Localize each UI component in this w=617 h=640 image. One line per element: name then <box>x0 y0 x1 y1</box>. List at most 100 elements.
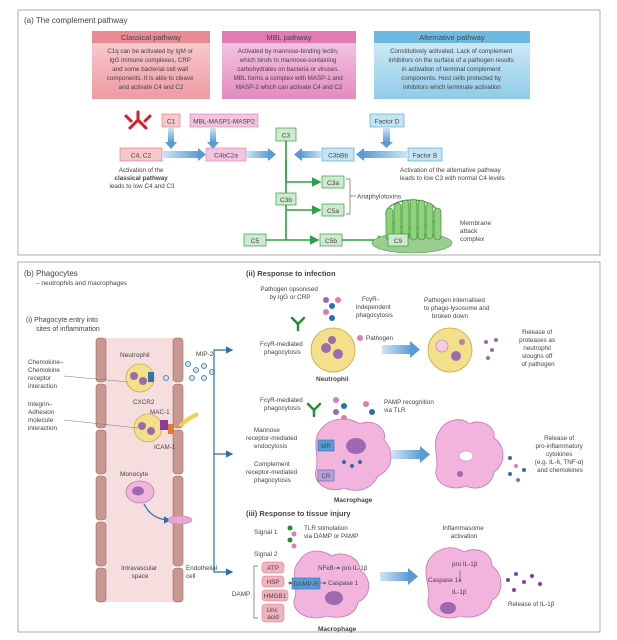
activated-macrophage-granule <box>457 471 463 477</box>
section-b-frame <box>17 261 601 633</box>
c4bc2a-label: C4bC2a <box>214 153 238 160</box>
signal2-label: Signal 2 <box>254 551 278 558</box>
mac1-label: MAC-1 <box>150 409 170 416</box>
arrow-c4bc2a-to-c3 <box>246 151 270 158</box>
neutrophil-adhering <box>133 413 174 443</box>
monocyte-cell <box>125 480 155 504</box>
arrow-c1-down <box>168 128 174 142</box>
cxcr2-label: CXCR2 <box>133 399 155 406</box>
arrow-factor-d-down <box>383 128 390 142</box>
internalised-label: Pathogen internalised to phago-lysosome … <box>424 297 491 320</box>
release-il1b-label: Release of IL-1β <box>508 601 555 608</box>
inflammasome-nucleus <box>440 602 456 614</box>
arrow-to-activated-macrophage-head <box>420 446 430 463</box>
alternative-title-bar <box>374 31 530 43</box>
igg-antibody-icon-2 <box>306 402 322 418</box>
cr-label: CR <box>321 473 331 480</box>
alternative-desc-box <box>374 43 530 99</box>
mac1-integrin <box>160 420 168 430</box>
hmgb1-label: HMGB1 <box>264 593 287 600</box>
neutrophil-label-infection: Neutrophil <box>316 376 349 383</box>
tlr-receptor-icon <box>287 525 297 549</box>
c1-box <box>161 113 181 128</box>
c5a-label: C5a <box>327 208 339 215</box>
opsonised-label: Pathogen opsonised by IgG or CRP <box>260 286 319 301</box>
cxcr2-receptor <box>148 372 154 382</box>
monocyte-transmigrating <box>167 515 193 525</box>
c1-label: C1 <box>167 119 176 126</box>
arrow-mbl-head <box>207 142 219 149</box>
section-a-label: (a) The complement pathway <box>24 16 127 25</box>
factor-d-label: Factor D <box>375 119 400 126</box>
inflammasome-macrophage <box>425 547 502 619</box>
entry-bracket-arrows <box>213 346 234 576</box>
pathogen-label: Pathogen <box>366 335 393 342</box>
classical-title: Classical pathway <box>121 33 181 42</box>
arrow-c3bbb-head <box>294 148 302 161</box>
mbl-title: MBL pathway <box>266 33 311 42</box>
vessel-wall-right <box>172 337 184 603</box>
neutrophil-cell-infection <box>310 327 356 373</box>
caspase1-label: Caspase 1 <box>328 580 359 587</box>
atp-label: ATP <box>267 565 279 572</box>
classical-note: Activation of the classical pathway lead… <box>109 167 175 190</box>
opsonised-pathogen-icon <box>323 297 341 321</box>
neutrophil-transmigration <box>178 412 199 428</box>
hsp-box <box>261 575 285 588</box>
release-cytokines-label: Release of pro-inflammatory cytokines (e… <box>535 435 585 474</box>
classical-desc-box <box>92 43 210 99</box>
damp-label: DAMP <box>232 591 250 598</box>
arrow-c4c2-head <box>198 148 206 161</box>
membrane-attack-complex-icon <box>371 198 453 254</box>
atp-box <box>261 561 285 574</box>
macrophage-internal-particles <box>342 460 362 468</box>
damp-r-label: DAMP-R <box>294 581 319 588</box>
c5-label: C5 <box>251 238 260 245</box>
mac-label: Membrane attack complex <box>460 220 493 243</box>
c3-label: C3 <box>282 133 291 140</box>
entry-title: (i) Phagocyte entry into sites of inflam… <box>26 317 100 333</box>
macrophage-cell-infection <box>315 418 392 491</box>
tlr-stim-label: TLR stimulation via DAMP or PAMP <box>304 525 358 540</box>
arrow-c4bc2a-head <box>268 148 276 161</box>
mbl-masp-label: MBL-MASP1-MASP2 <box>193 119 255 126</box>
section-a-frame <box>17 9 601 256</box>
arrow-c1-head <box>165 142 177 149</box>
c3b-box <box>275 192 297 206</box>
fcr-mediated-2-label: FcγR-mediated phagocytosis <box>260 397 304 412</box>
hmgb1-box <box>261 589 289 602</box>
integrin-leader <box>63 419 139 429</box>
cr-receptor <box>317 469 335 482</box>
macrophage-injury-nucleus <box>325 591 343 605</box>
c5b-label: C5b <box>325 238 337 245</box>
fcr-independent-label: FcγR- independent phagocytosis <box>356 296 393 319</box>
section-b-label: (b) Phagocytes <box>24 269 78 278</box>
activated-macrophage-vesicle <box>458 450 474 462</box>
c5a-box <box>321 203 345 217</box>
section-b-sublabel: – neutrophils and macrophages <box>36 280 128 287</box>
pathogen-dot <box>357 335 363 341</box>
alternative-title: Alternative pathway <box>419 33 485 42</box>
complement-receptor-label: Complement receptor-mediated phagocytosi… <box>246 461 299 484</box>
arrow-to-inflammasome <box>380 572 410 581</box>
neutrophil-phagolysosome <box>427 327 473 373</box>
chemokine-leader <box>63 375 129 383</box>
arrow-factor-b-to-c3bbb <box>362 151 408 158</box>
alternative-desc: Constitutively activated. Lack of comple… <box>389 48 516 91</box>
classical-title-bar <box>92 31 210 43</box>
arrow-to-activated-macrophage <box>392 450 422 459</box>
mr-receptor <box>317 439 335 452</box>
pathogen-cluster-macrophage <box>333 397 375 421</box>
antibody-icon <box>124 110 152 130</box>
mr-label: MR <box>321 443 331 450</box>
arrow-to-phagolysosome-head <box>410 341 420 358</box>
vessel-wall-left <box>95 337 107 603</box>
arrow-factor-b-head <box>356 148 364 161</box>
mbl-desc-box <box>222 43 356 99</box>
injury-title: (iii) Response to tissue injury <box>246 509 351 518</box>
hsp-label: HSP <box>267 579 280 586</box>
il1b-label: IL-1β <box>452 589 467 596</box>
fcr-mediated-label: FcγR-mediated phagocytosis <box>260 341 304 356</box>
inflammasome-label: Inflammasome activation <box>442 525 485 540</box>
c3b-label: C3b <box>280 197 292 204</box>
